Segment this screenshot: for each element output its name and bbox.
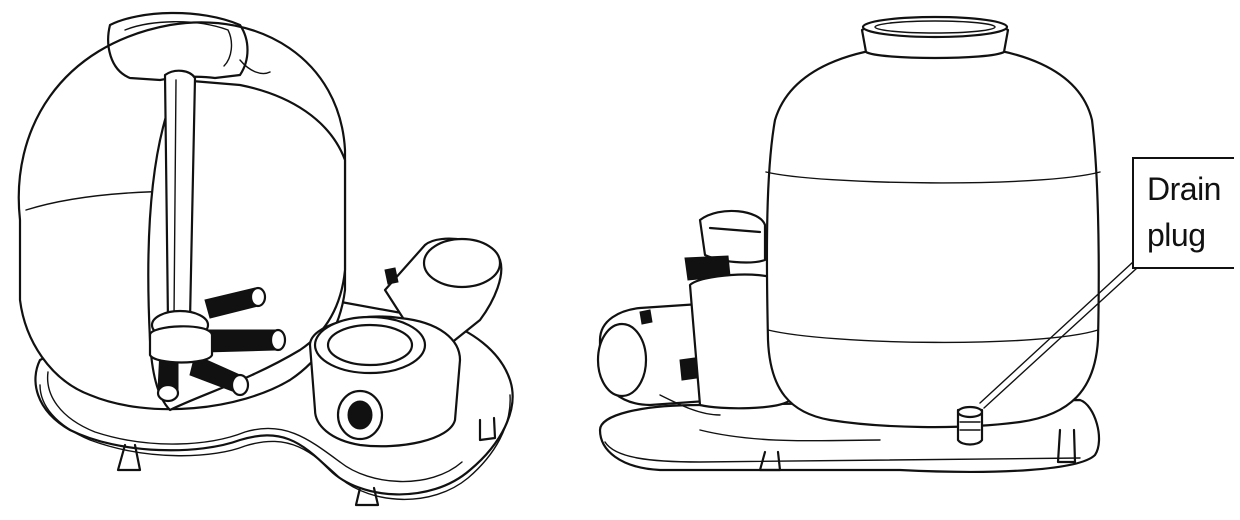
drain-plug-label: Drain plug xyxy=(1147,166,1237,258)
callout-line2: plug xyxy=(1147,217,1206,253)
callout-box xyxy=(1132,157,1234,269)
callout-line1: Drain xyxy=(1147,171,1221,207)
left-laterals xyxy=(148,286,287,403)
left-pump xyxy=(308,237,503,448)
